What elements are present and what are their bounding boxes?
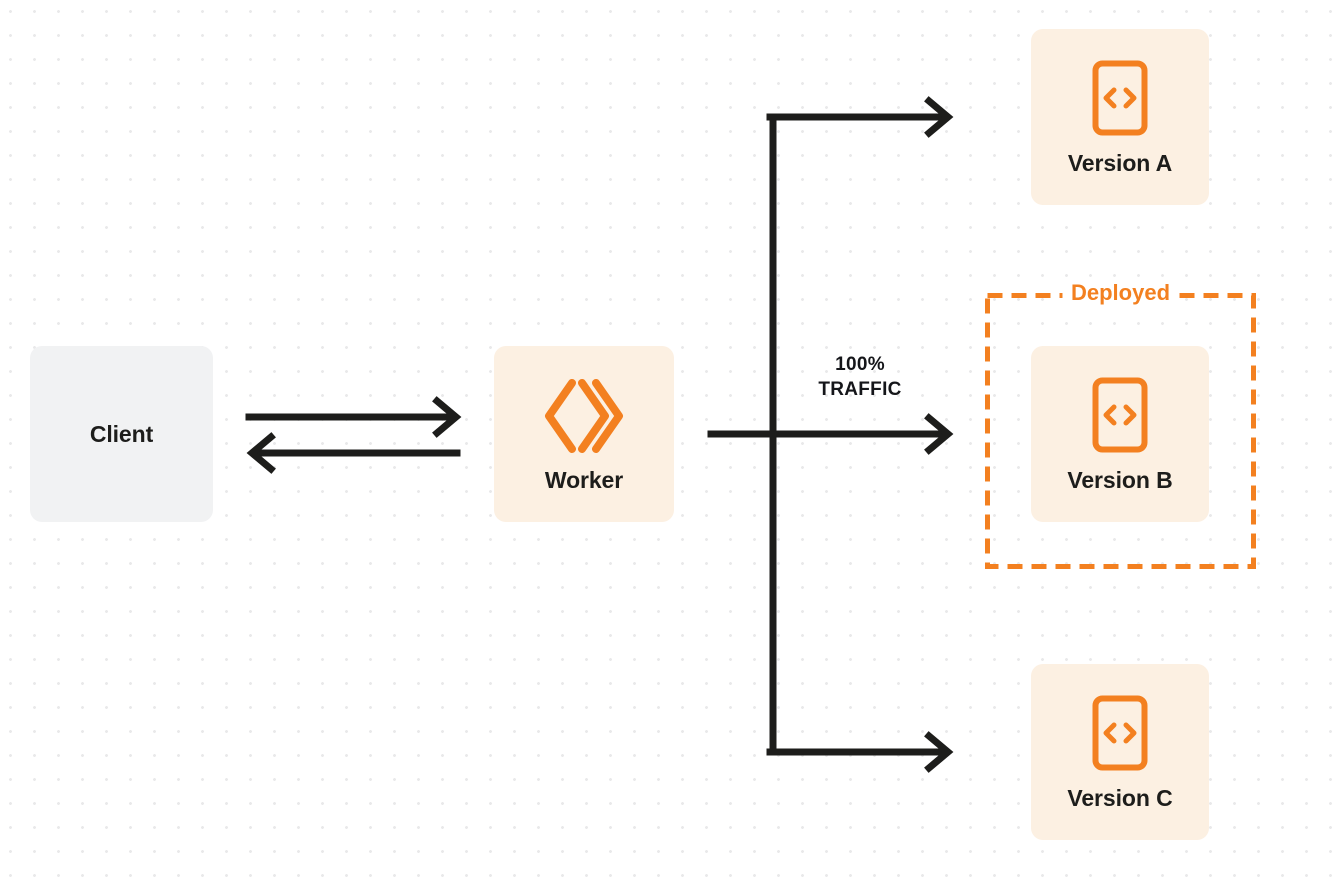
node-version-a[interactable]: Version A	[1031, 29, 1209, 205]
code-file-icon	[1092, 377, 1148, 453]
code-file-icon	[1092, 695, 1148, 771]
traffic-unit-label: TRAFFIC	[818, 379, 902, 401]
edge-traffic-to-version-b	[769, 413, 954, 455]
edge-traffic-trunk	[707, 113, 777, 756]
deployed-group-label: Deployed	[1061, 277, 1180, 309]
edge-client-to-worker	[245, 396, 462, 438]
group-deployed: Deployed	[985, 277, 1256, 569]
traffic-percentage-label: 100% TRAFFIC	[790, 352, 930, 402]
version-a-label: Version A	[1067, 149, 1173, 176]
version-b-label: Version B	[1067, 466, 1173, 493]
edge-traffic-to-version-c	[766, 731, 954, 773]
cloudflare-workers-logo-icon	[542, 377, 626, 455]
edge-traffic-to-version-a	[766, 96, 954, 138]
traffic-percent-value: 100%	[835, 354, 885, 375]
client-label: Client	[89, 420, 154, 447]
node-worker[interactable]: Worker	[494, 346, 674, 522]
edge-worker-to-client	[246, 432, 461, 474]
code-file-icon	[1092, 60, 1148, 136]
node-version-b[interactable]: Version B	[1031, 346, 1209, 522]
node-version-c[interactable]: Version C	[1031, 664, 1209, 840]
worker-label: Worker	[544, 466, 624, 493]
node-client[interactable]: Client	[30, 346, 213, 522]
version-c-label: Version C	[1067, 784, 1173, 811]
